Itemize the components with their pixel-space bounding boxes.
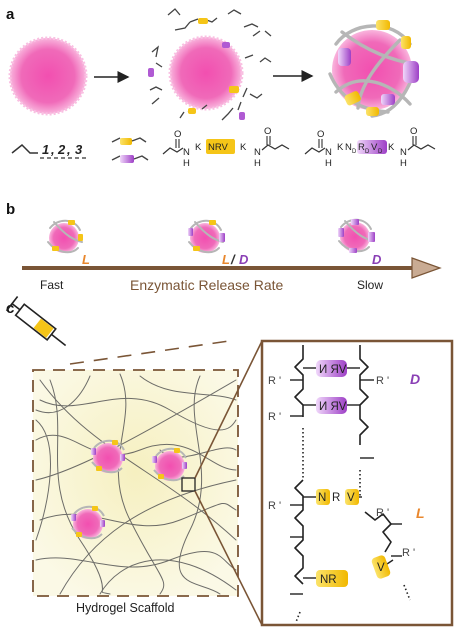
d-lysine-1: K (337, 142, 344, 153)
d-peptide-v: V (371, 142, 378, 153)
r-prime-4: R ' (268, 500, 281, 512)
d-crosslink-2-label: И ЯV (319, 401, 347, 413)
l-nitrogen-left: N (183, 147, 190, 158)
monomer-legend: 1 , 2 , 3 (11, 142, 88, 159)
d-peptide-r: R (358, 142, 365, 153)
d-hydrogen-right: H (400, 158, 407, 169)
d-hydrogen-left: H (325, 158, 332, 169)
label-slow: Slow (357, 278, 383, 292)
l-crosslink-n: N (318, 492, 326, 504)
d-peptide-n: N (345, 142, 352, 153)
panel-label-a: a (6, 6, 15, 23)
l-oxygen-left: O (174, 129, 181, 140)
tag-ld-separator: / (230, 252, 236, 267)
d-nitrogen-right: N (400, 147, 407, 158)
panel-label-b: b (6, 201, 15, 218)
l-crosslinker-structure: O N H K NRV K N H O (162, 126, 290, 169)
projection-line-top (69, 339, 237, 365)
bare-nanoparticle (8, 36, 88, 116)
r-prime-3: R ' (268, 411, 281, 423)
zoom-d-label: D (410, 371, 420, 387)
zoom-selection-box (181, 477, 196, 492)
d-sub-2: D (365, 149, 370, 155)
gel-capsule-1 (91, 439, 125, 474)
d-crosslink-1-label: И ЯV (319, 364, 347, 376)
hydrogel-scaffold (32, 369, 239, 597)
monomer-3-label: 3 (75, 142, 83, 157)
monomer-2-label: 2 (57, 142, 66, 157)
monomer-tags (148, 18, 245, 120)
label-fast: Fast (40, 278, 64, 292)
zoomed-network-panel: И ЯV И ЯV N R V NR V R ' R ' R ' R ' R '… (260, 339, 454, 627)
d-crosslinker-structure: O N H K N D R D V D K N H O (304, 126, 436, 169)
cleaved-v-fragment: V (377, 562, 385, 574)
r-prime-6: R ' (402, 547, 415, 559)
nanoparticle-with-monomers (168, 35, 244, 111)
l-oxygen-right: O (264, 126, 271, 137)
zoom-connector-top (194, 340, 263, 479)
d-oxygen-right: O (410, 126, 417, 137)
d-oxygen-left: O (317, 129, 324, 140)
r-prime-5: R ' (376, 507, 389, 519)
d-nitrogen-left: N (325, 147, 332, 158)
monomer-scatter (149, 8, 272, 121)
r-prime-2: R ' (376, 375, 389, 387)
syringe-icon (5, 296, 67, 347)
tag-ld-d: D (239, 252, 249, 267)
gel-capsule-2 (152, 447, 187, 482)
l-hydrogen-left: H (183, 158, 190, 169)
zoom-l-label: L (416, 505, 425, 521)
l-lysine-1: K (195, 142, 202, 153)
comma-1: , (50, 142, 55, 157)
panel-label-c: c (6, 300, 14, 317)
tag-d-slow: D (372, 252, 382, 267)
crosslinked-nanocapsule (328, 20, 419, 118)
hydrogel-scaffold-title: Hydrogel Scaffold (76, 601, 174, 615)
d-sub-1: D (352, 149, 357, 155)
l-crosslink-v: V (347, 492, 355, 504)
gel-capsule-3 (71, 505, 105, 540)
release-rate-title: Enzymatic Release Rate (130, 277, 284, 293)
l-crosslink-r: R (332, 492, 340, 504)
r-prime-1: R ' (268, 375, 281, 387)
monomer-1-label: 1 (42, 142, 49, 157)
l-hydrogen-right: H (254, 158, 261, 169)
crosslinker-icons (111, 137, 149, 163)
tag-l-fast: L (82, 252, 90, 267)
tag-ld-l: L (222, 252, 230, 267)
cleaved-nr-fragment: NR (320, 574, 337, 586)
release-rate-arrow (22, 257, 442, 279)
d-sub-3: D (378, 149, 383, 155)
l-nitrogen-right: N (254, 147, 261, 158)
l-lysine-2: K (240, 142, 247, 153)
zoom-connector-bottom (194, 490, 263, 626)
comma-2: , (66, 142, 71, 157)
d-lysine-2: K (388, 142, 395, 153)
capsule-medium (188, 219, 225, 254)
capsule-fast (47, 219, 83, 254)
capsule-slow (338, 218, 375, 253)
l-peptide-core: NRV (208, 142, 229, 153)
